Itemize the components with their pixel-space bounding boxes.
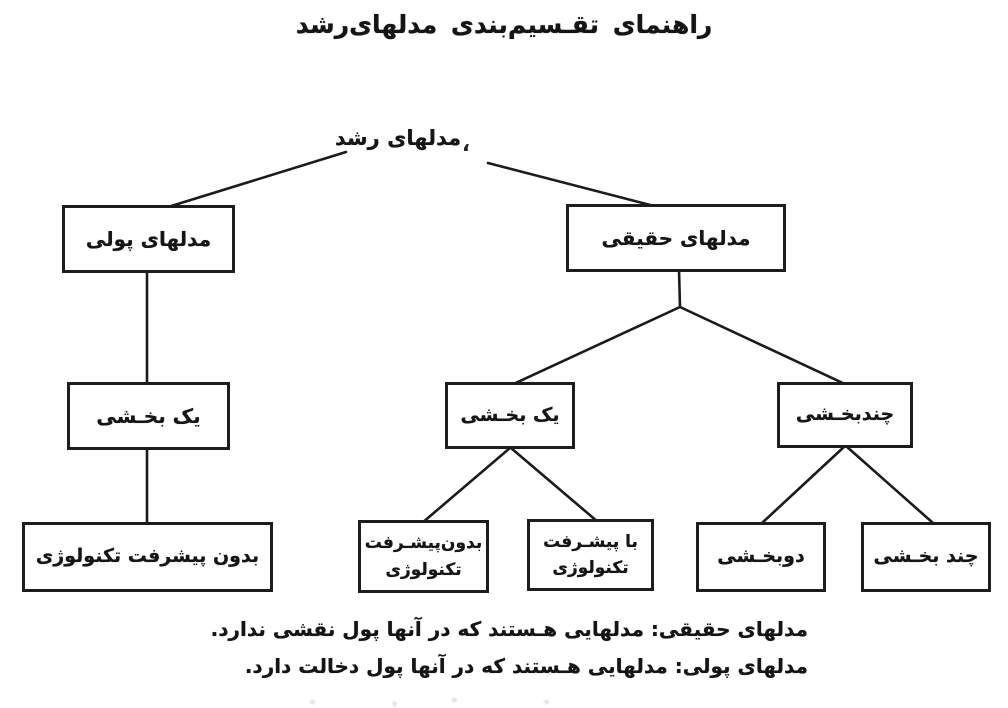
node-one-sector-monetary: یک بخـشی: [67, 382, 230, 450]
scan-noise: [452, 698, 457, 702]
node-real-models: مدلهای حقیقی: [566, 204, 786, 272]
node-label: مدلهای پولی: [85, 226, 212, 251]
node-with-tech-progress-real: با پیشـرفت تکنولوژی: [527, 519, 654, 591]
footnote-monetary-models: مدلهای پولی: مدلهایی هـستند که در آنها پ…: [244, 654, 808, 678]
node-label: دوبخـشی: [717, 545, 805, 568]
edge-root-to-monetary: [166, 150, 348, 209]
root-comma-mark: ،: [462, 132, 470, 156]
node-label-line1: با پیشـرفت: [543, 531, 638, 552]
node-multi-sector-real: چندبخـشی: [777, 382, 913, 448]
edge-one-sector-to-no-tech-real: [420, 446, 512, 525]
edge-real-to-one-sector: [505, 305, 682, 389]
node-label: چندبخـشی: [795, 403, 895, 426]
node-two-sector: دوبخـشی: [696, 522, 826, 592]
node-label: چند بخـشی: [873, 545, 979, 568]
node-label-line2: تکنولوژی: [552, 558, 629, 578]
edge-multi-to-two-sector: [760, 444, 847, 525]
node-monetary-models: مدلهای پولی: [62, 205, 235, 273]
node-no-tech-progress-monetary: بدون پیشرفت تکنولوژی: [22, 522, 273, 592]
scan-noise: [544, 700, 549, 704]
node-label-line2: تکنولوژی: [385, 559, 462, 580]
edge-one-sector-to-with-tech: [509, 446, 600, 524]
node-label: یک بخـشی: [460, 403, 560, 426]
node-label: بدون پیشرفت تکنولوژی: [35, 545, 260, 568]
node-label: یک بخـشی: [96, 403, 201, 428]
node-label: مدلهای حقیقی: [601, 225, 751, 250]
edge-root-to-real: [486, 161, 660, 209]
edge-multi-to-multi-leaf: [844, 444, 935, 525]
edge-real-stub: [677, 268, 682, 309]
scan-noise: [392, 702, 397, 706]
node-multi-sector-leaf: چند بخـشی: [861, 522, 991, 592]
node-no-tech-progress-real: بدون‌پیشـرفت تکنولوژی: [358, 520, 489, 593]
node-one-sector-real: یک بخـشی: [445, 382, 575, 449]
footnote-real-models: مدلهای حقیقی: مدلهایی هـستند که در آنها …: [210, 617, 808, 641]
node-label-line1: بدون‌پیشـرفت: [364, 533, 483, 554]
footnotes: مدلهای حقیقی: مدلهایی هـستند که در آنها …: [211, 611, 808, 685]
node-growth-models: مدلهای رشد: [334, 126, 462, 150]
diagram-title: راهنمای تقـسیم‌بندی مدلهای‌رشد: [295, 10, 713, 39]
scan-noise: [310, 700, 315, 704]
edge-real-to-multi-sector: [678, 305, 849, 387]
